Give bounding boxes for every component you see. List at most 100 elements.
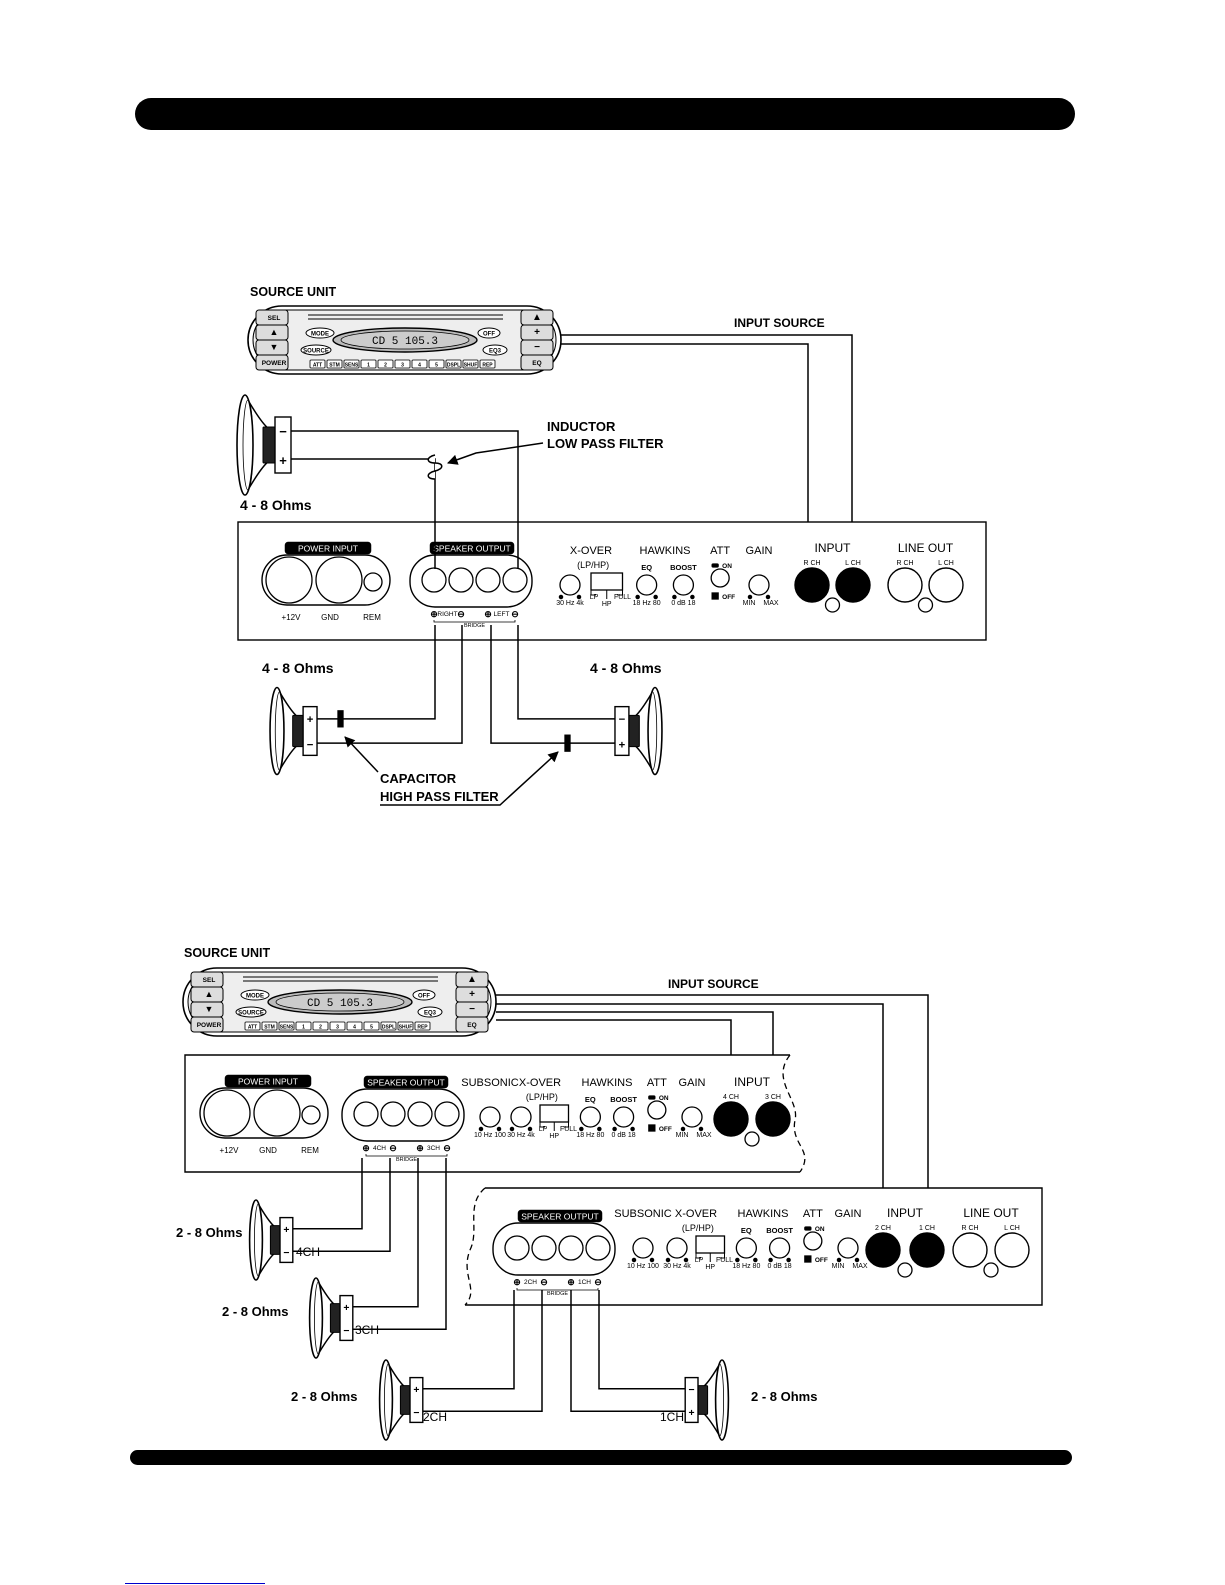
channel-name: 3CH	[355, 1323, 379, 1337]
boost-knob[interactable]	[768, 1237, 791, 1259]
gain-knob[interactable]	[837, 1237, 859, 1259]
preset-button[interactable]	[397, 1021, 414, 1031]
speaker-right: −+	[614, 686, 663, 776]
capacitor-label: CAPACITOR	[380, 771, 457, 786]
source-button-power[interactable]	[255, 354, 289, 371]
preset-button[interactable]	[244, 1021, 261, 1031]
speaker-terminal	[448, 567, 474, 593]
input-jack	[909, 1232, 945, 1268]
terminal-label: GND	[321, 613, 339, 622]
speaker-terminal-box	[302, 705, 318, 757]
preset-button[interactable]	[312, 1021, 329, 1031]
dot	[680, 1126, 686, 1132]
speaker-rim-inner	[647, 691, 658, 771]
xover-switch[interactable]	[695, 1235, 726, 1254]
speaker-wire	[317, 625, 436, 720]
preset-button[interactable]	[462, 359, 479, 369]
terminal-sign: −	[279, 424, 287, 439]
xover-knob[interactable]	[666, 1237, 688, 1259]
source-button-eq3[interactable]	[482, 344, 508, 356]
preset-button[interactable]	[309, 359, 326, 369]
preset-button[interactable]	[360, 359, 377, 369]
att-button[interactable]	[647, 1100, 667, 1120]
power-rem-terminal	[363, 572, 383, 592]
boost-knob[interactable]	[672, 574, 695, 596]
channel-label: LEFT	[494, 611, 510, 618]
source-button-eq3[interactable]	[417, 1006, 443, 1018]
subsonic-knob[interactable]	[632, 1237, 654, 1259]
preset-button[interactable]	[295, 1021, 312, 1031]
source-button-mode[interactable]	[305, 327, 335, 339]
preset-button[interactable]	[363, 1021, 380, 1031]
neg-sign: ⊖	[457, 609, 465, 619]
att-on-icon	[804, 1226, 812, 1231]
xover-range: 30 Hz 4k	[663, 1263, 691, 1270]
impedance-label: 2 - 8 Ohms	[222, 1304, 288, 1319]
source-button-mode[interactable]	[240, 989, 270, 1001]
xover-knob[interactable]	[510, 1106, 532, 1128]
terminal-sign: +	[279, 453, 287, 468]
preset-button[interactable]	[394, 359, 411, 369]
source-unit-title: SOURCE UNIT	[184, 946, 270, 960]
preset-label: STM	[264, 1025, 275, 1031]
source-button-eq[interactable]	[520, 354, 554, 371]
source-button-off[interactable]	[477, 327, 501, 339]
att-button[interactable]	[710, 568, 730, 588]
pos-sign: ⊕	[484, 609, 492, 619]
speaker-terminal-box	[279, 1216, 294, 1264]
input-ground	[897, 1262, 913, 1278]
eq-knob[interactable]	[579, 1106, 601, 1128]
bridge-bracket	[433, 620, 516, 623]
dot	[509, 1126, 515, 1132]
input-wire	[496, 994, 934, 1215]
wire	[292, 1158, 363, 1230]
dot	[854, 1257, 860, 1263]
preset-button[interactable]	[326, 359, 343, 369]
impedance-label: 2 - 8 Ohms	[751, 1389, 817, 1404]
eq-knob[interactable]	[735, 1237, 757, 1259]
dot	[672, 594, 677, 600]
gain-knob[interactable]	[681, 1106, 703, 1128]
xover-mode: (LP/HP)	[682, 1223, 714, 1233]
source-button-source[interactable]	[300, 344, 332, 356]
neg-sign: ⊖	[443, 1143, 451, 1153]
input-label: L CH	[845, 560, 861, 567]
eq-knob[interactable]	[636, 574, 658, 596]
xover-switch[interactable]	[539, 1104, 570, 1123]
preset-button[interactable]	[479, 359, 496, 369]
source-button-eq[interactable]	[455, 1016, 489, 1033]
preset-button[interactable]	[380, 1021, 397, 1031]
preset-button[interactable]	[261, 1021, 278, 1031]
boost-knob[interactable]	[612, 1106, 635, 1128]
gain-knob[interactable]	[748, 574, 770, 596]
xover-switch[interactable]	[590, 572, 624, 591]
preset-button[interactable]	[346, 1021, 363, 1031]
source-button-label: POWER	[262, 360, 287, 367]
preset-button[interactable]	[343, 359, 360, 369]
speaker-wire	[517, 625, 615, 720]
speaker-terminal-box	[614, 705, 630, 757]
dot	[786, 1257, 791, 1263]
speaker-output-label: SPEAKER OUTPUT	[367, 1078, 444, 1088]
preset-button[interactable]	[428, 359, 445, 369]
att-button[interactable]	[803, 1231, 823, 1251]
bridge-label: BRIDGE	[464, 623, 485, 629]
source-button-off[interactable]	[412, 989, 436, 1001]
line-out-label: L CH	[938, 560, 954, 567]
source-button-label: MODE	[311, 332, 329, 338]
source-button-source[interactable]	[235, 1006, 267, 1018]
terminal-sign: −	[343, 1326, 349, 1337]
preset-label: ATT	[313, 363, 322, 369]
preset-button[interactable]	[411, 359, 428, 369]
att-title: ATT	[647, 1077, 667, 1089]
preset-button[interactable]	[329, 1021, 346, 1031]
xover-knob[interactable]	[559, 574, 581, 596]
preset-button[interactable]	[377, 359, 394, 369]
preset-button[interactable]	[445, 359, 462, 369]
preset-label: 5	[370, 1025, 373, 1031]
subsonic-knob[interactable]	[479, 1106, 501, 1128]
input-label: 4 CH	[723, 1094, 739, 1101]
source-button-power[interactable]	[190, 1016, 224, 1033]
preset-button[interactable]	[278, 1021, 295, 1031]
preset-button[interactable]	[414, 1021, 431, 1031]
